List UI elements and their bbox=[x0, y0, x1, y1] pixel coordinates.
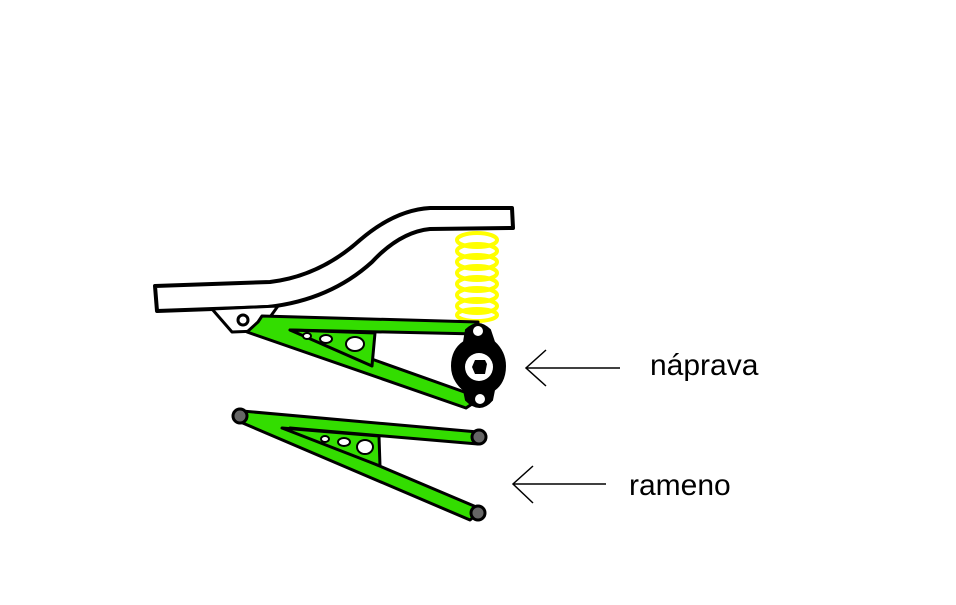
knuckle-upper-eye bbox=[473, 326, 483, 336]
knuckle-hub bbox=[472, 360, 487, 374]
arm-arrow bbox=[511, 465, 606, 504]
upper-arm-hole bbox=[319, 334, 333, 344]
bracket-bolt bbox=[236, 313, 250, 327]
lower-arm-pivot-front bbox=[470, 428, 488, 446]
chassis-frame bbox=[153, 206, 515, 313]
lower-arm-hole bbox=[337, 437, 351, 447]
upper-arm-hole bbox=[345, 336, 365, 352]
axle-label: náprava bbox=[650, 349, 759, 382]
upper-arm-hole bbox=[302, 332, 312, 340]
knuckle-lower-eye bbox=[475, 394, 485, 404]
coil-spring bbox=[455, 231, 499, 323]
lower-arm-pivot-rear bbox=[469, 504, 487, 522]
axle-knuckle bbox=[450, 323, 507, 408]
lower-arm-hole bbox=[356, 439, 374, 455]
lower-arm-hole bbox=[320, 435, 330, 443]
upper-arm bbox=[245, 314, 480, 410]
lower-arm-pivot-inner bbox=[231, 407, 249, 425]
arm-label: rameno bbox=[629, 469, 731, 502]
lower-arm bbox=[231, 407, 488, 522]
axle-arrow bbox=[524, 349, 620, 387]
